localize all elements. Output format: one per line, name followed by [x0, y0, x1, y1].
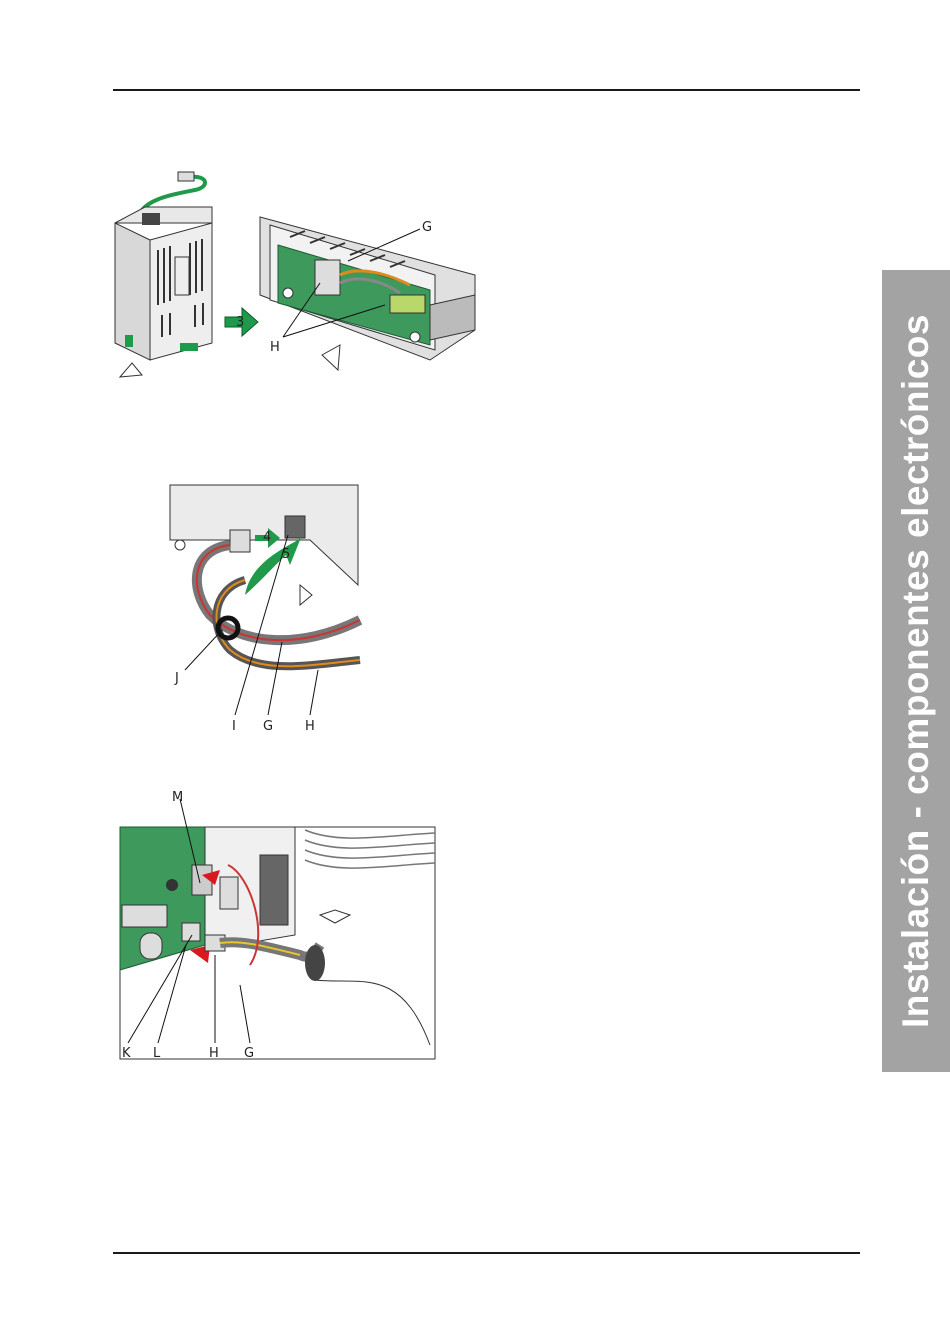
eye-icon [120, 363, 142, 377]
section-title: Instalación - componentes electrónicos [895, 314, 937, 1028]
callout-g: G [263, 719, 273, 734]
callout-h: H [305, 719, 315, 734]
svg-text:4: 4 [263, 530, 271, 545]
figure-power-supply: 3 G H [100, 165, 490, 390]
callout-i: I [232, 719, 236, 734]
header-rule [113, 89, 860, 91]
svg-text:3: 3 [236, 315, 244, 330]
callout-g: G [422, 220, 432, 235]
footer-rule [113, 1252, 860, 1254]
eye-icon [322, 345, 340, 370]
svg-text:5: 5 [282, 547, 290, 562]
callout-h: H [270, 340, 280, 355]
callout-k: K [122, 1046, 131, 1061]
callout-g: G [244, 1046, 254, 1061]
eye-icon [300, 585, 312, 605]
callout-j: J [174, 671, 179, 686]
callout-h: H [209, 1046, 219, 1061]
callout-m: M [172, 790, 183, 805]
section-side-tab: Instalación - componentes electrónicos [882, 270, 950, 1072]
figure-cable-routing: 4 5 J I G H [150, 480, 365, 735]
figure-board-connections: M K L H G [110, 785, 440, 1065]
callout-l: L [153, 1046, 161, 1061]
